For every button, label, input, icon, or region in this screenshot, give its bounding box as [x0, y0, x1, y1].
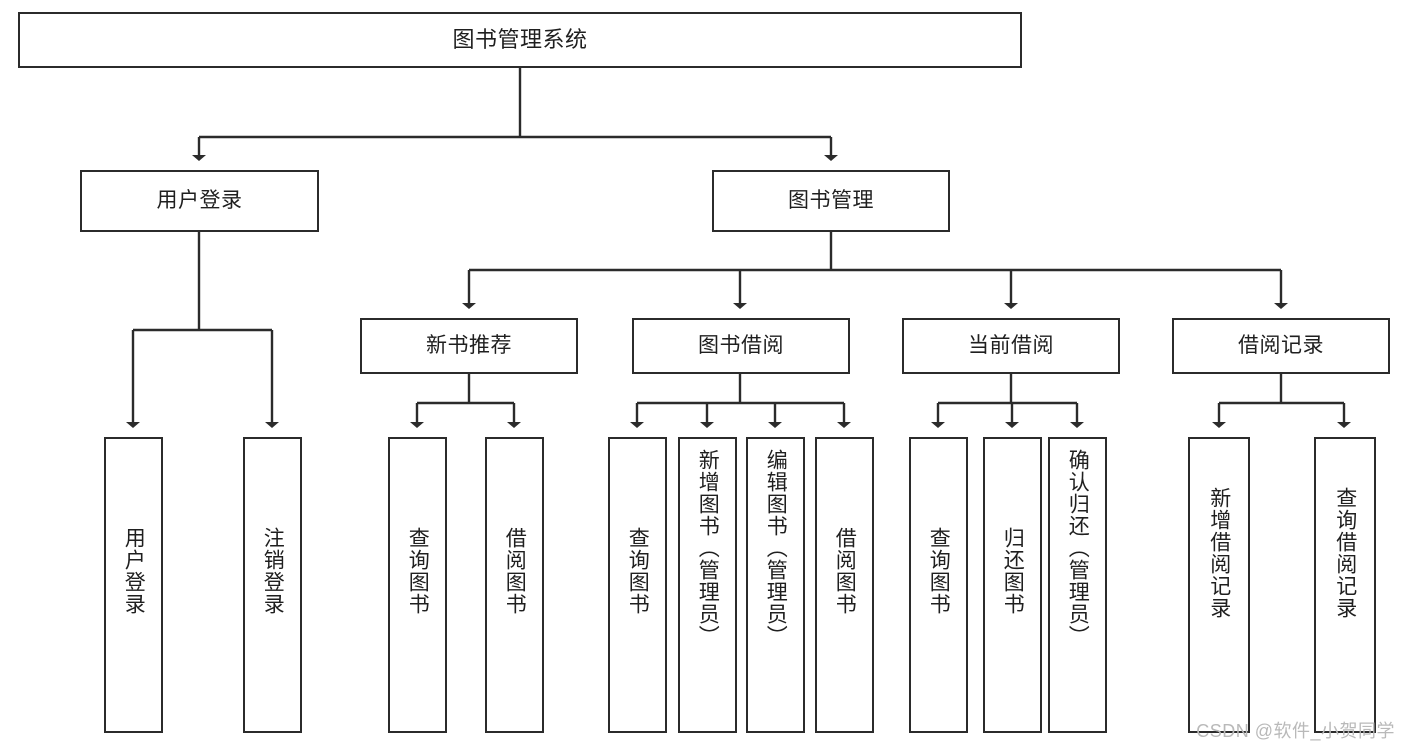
- leaf-query-book-recommend-label: 查询图书: [406, 527, 430, 615]
- node-book-management-label: 图书管理: [788, 188, 874, 212]
- node-book-borrow[interactable]: 图书借阅: [632, 318, 850, 374]
- leaf-add-borrow-record-label: 新增借阅记录: [1207, 487, 1231, 619]
- watermark: CSDN @软件_小贺同学: [1196, 721, 1395, 741]
- node-user-login-label: 用户登录: [156, 188, 243, 212]
- node-current-borrow[interactable]: 当前借阅: [902, 318, 1120, 374]
- node-root[interactable]: 图书管理系统: [18, 12, 1022, 68]
- leaf-query-borrow-record[interactable]: 查询借阅记录: [1314, 437, 1376, 733]
- leaf-query-book-borrow-label: 查询图书: [626, 527, 650, 615]
- node-borrow-records[interactable]: 借阅记录: [1172, 318, 1390, 374]
- leaf-add-book-admin-label: 新增图书（管理员）: [696, 449, 720, 647]
- leaf-query-book-borrow[interactable]: 查询图书: [608, 437, 667, 733]
- leaf-add-borrow-record[interactable]: 新增借阅记录: [1188, 437, 1250, 733]
- leaf-borrow-book-label: 借阅图书: [833, 527, 857, 615]
- leaf-query-book-current-label: 查询图书: [927, 527, 951, 615]
- leaf-borrow-book-recommend[interactable]: 借阅图书: [485, 437, 544, 733]
- node-borrow-records-label: 借阅记录: [1238, 333, 1324, 357]
- leaf-confirm-return-admin[interactable]: 确认归还（管理员）: [1048, 437, 1107, 733]
- node-current-borrow-label: 当前借阅: [968, 333, 1054, 357]
- node-new-book-recommend-label: 新书推荐: [426, 333, 512, 357]
- leaf-query-book-recommend[interactable]: 查询图书: [388, 437, 447, 733]
- leaf-query-borrow-record-label: 查询借阅记录: [1333, 487, 1357, 619]
- leaf-edit-book-admin[interactable]: 编辑图书（管理员）: [746, 437, 805, 733]
- node-book-borrow-label: 图书借阅: [698, 333, 784, 357]
- leaf-user-login[interactable]: 用户登录: [104, 437, 163, 733]
- leaf-logout-label: 注销登录: [261, 527, 285, 615]
- leaf-add-book-admin[interactable]: 新增图书（管理员）: [678, 437, 737, 733]
- node-root-label: 图书管理系统: [452, 27, 588, 53]
- leaf-borrow-book-recommend-label: 借阅图书: [503, 527, 527, 615]
- node-book-management[interactable]: 图书管理: [712, 170, 950, 232]
- leaf-return-book-label: 归还图书: [1001, 527, 1025, 615]
- leaf-return-book[interactable]: 归还图书: [983, 437, 1042, 733]
- leaf-logout[interactable]: 注销登录: [243, 437, 302, 733]
- leaf-borrow-book[interactable]: 借阅图书: [815, 437, 874, 733]
- leaf-query-book-current[interactable]: 查询图书: [909, 437, 968, 733]
- node-user-login[interactable]: 用户登录: [80, 170, 319, 232]
- node-new-book-recommend[interactable]: 新书推荐: [360, 318, 578, 374]
- leaf-user-login-label: 用户登录: [122, 527, 146, 615]
- leaf-edit-book-admin-label: 编辑图书（管理员）: [764, 449, 788, 647]
- leaf-confirm-return-admin-label: 确认归还（管理员）: [1066, 449, 1090, 647]
